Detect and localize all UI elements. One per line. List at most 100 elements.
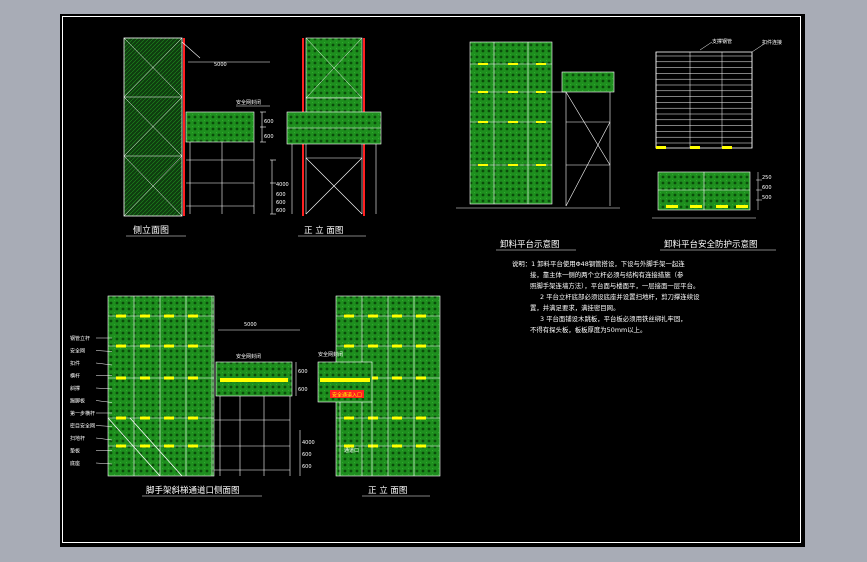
passage-dim-600-d: 600 <box>302 464 312 470</box>
toe-board <box>368 344 378 348</box>
note-line-1: 说明：1 卸料平台使用Φ48钢管搭设，下设与外脚手架一起连 <box>512 259 685 268</box>
front-elevation: 正 立 面图 <box>286 37 382 237</box>
toe-board <box>416 416 426 420</box>
passage-mesh-label-1: 安全网封闭 <box>236 353 261 360</box>
toe-board <box>416 376 426 380</box>
title-platform-guard: 卸料平台安全防护示意图 <box>664 239 758 250</box>
dim-600-b: 600 <box>264 134 274 140</box>
note-line-6: 3 平台面铺设木跳板，平台板必须用铁丝绑扎牢固， <box>540 314 687 323</box>
note-line-2: 接，靠主体一侧的两个立杆必须与结构有连接措施（参 <box>530 270 684 279</box>
annotation-label: 底座 <box>70 460 80 467</box>
note-line-3: 照脚手架连墙方法），平台面与楼面平，一层接面一层平台。 <box>530 281 699 290</box>
toe-board <box>140 344 150 348</box>
dim-4000: 4000 <box>276 182 289 188</box>
toe-board <box>116 416 126 420</box>
platform-dim-3: 500 <box>762 195 772 201</box>
warning-sign: 安全通道入口 <box>332 392 362 399</box>
annotation-label: 第一步横杆 <box>70 410 95 417</box>
passage-door-label: 通道口 <box>344 447 359 454</box>
toe-board <box>416 444 426 448</box>
platform-dim-1: 250 <box>762 175 772 181</box>
toe-board <box>164 416 174 420</box>
toe-board <box>164 376 174 380</box>
platform-guard-diagram: 支撑钢管 扣件连接 250 600 500 卸料平台安全防护示意图 <box>652 38 782 251</box>
passage-side-view: 5000 安全网封闭 600 600 4000 600 600 钢管立杆安全网扣… <box>70 295 315 497</box>
dim-5000: 5000 <box>214 62 227 68</box>
leader-line <box>95 425 113 427</box>
annotation-label: 垫板 <box>70 448 80 455</box>
leader-line <box>95 400 113 403</box>
toe-board <box>392 416 402 420</box>
leader-line <box>95 350 113 352</box>
toe-board <box>344 344 354 348</box>
toe-board <box>344 416 354 420</box>
toe-board <box>116 344 126 348</box>
toe-board <box>368 314 378 318</box>
toe-board <box>188 344 198 348</box>
annotation-label: 斜撑 <box>70 385 80 392</box>
leader-line <box>95 437 113 441</box>
toe-board <box>140 416 150 420</box>
platform-diagram: 卸料平台示意图 <box>456 41 620 251</box>
dim-lower-1: 600 <box>276 192 286 198</box>
side-elevation: 5000 安全网封闭 600 600 4000 600 600 600 侧立面图 <box>123 37 289 237</box>
toe-board <box>368 416 378 420</box>
leader-line <box>95 362 113 366</box>
passage-front-view: 安全通道入口 通道口 安全网封闭 正 立 面图 <box>317 295 441 497</box>
dim-lower-2: 600 <box>276 200 286 206</box>
passage-dim-600-b: 600 <box>298 387 308 393</box>
toe-board <box>164 344 174 348</box>
toe-board <box>392 314 402 318</box>
toe-board <box>140 376 150 380</box>
passage-dim-600-a: 600 <box>298 369 308 375</box>
title-platform: 卸料平台示意图 <box>500 239 560 250</box>
annotation-label: 扫地杆 <box>70 435 85 442</box>
toe-board <box>164 444 174 448</box>
leader-line <box>95 387 113 390</box>
annotation-label: 钢管立杆 <box>70 335 90 342</box>
toe-board <box>188 416 198 420</box>
annotation-label: 横杆 <box>70 373 80 380</box>
toe-board <box>416 314 426 318</box>
annotation-label: 扣件 <box>70 360 80 367</box>
toe-board <box>188 314 198 318</box>
note-line-7: 不得有探头板，板板厚度为50mm以上。 <box>530 325 646 334</box>
annotation-label: 密目安全网 <box>70 423 95 430</box>
toe-board <box>344 314 354 318</box>
top-right-label: 扣件连接 <box>762 39 782 46</box>
toe-board <box>140 444 150 448</box>
toe-board <box>368 376 378 380</box>
dim-600-a: 600 <box>264 119 274 125</box>
toe-board <box>116 444 126 448</box>
passage-mesh-label-2: 安全网封闭 <box>318 351 343 358</box>
title-passage-side: 脚手架斜梯通道口侧面图 <box>146 485 240 496</box>
platform-dim-2: 600 <box>762 185 772 191</box>
toe-board <box>164 314 174 318</box>
toe-board <box>368 444 378 448</box>
title-front-elevation: 正 立 面图 <box>304 225 343 236</box>
toe-board <box>392 444 402 448</box>
drawing-frame <box>62 16 801 543</box>
toe-board <box>392 344 402 348</box>
toe-board <box>140 314 150 318</box>
passage-dim-600-c: 600 <box>302 452 312 458</box>
annotation-label: 安全网 <box>70 348 85 355</box>
passage-dim-5000: 5000 <box>244 322 257 328</box>
toe-board <box>116 314 126 318</box>
toe-board <box>344 444 354 448</box>
toe-board <box>116 376 126 380</box>
top-left-label: 支撑钢管 <box>712 38 732 45</box>
passage-dim-4000: 4000 <box>302 440 315 446</box>
dim-lower-3: 600 <box>276 208 286 214</box>
note-line-4: 2 平台立杆底部必须设底座并设置扫地杆，剪刀撑连续设 <box>540 292 700 301</box>
toe-board <box>188 444 198 448</box>
notes-block: 说明：1 卸料平台使用Φ48钢管搭设，下设与外脚手架一起连 接，靠主体一侧的两个… <box>512 259 700 334</box>
mesh-label: 安全网封闭 <box>236 99 261 106</box>
toe-board <box>392 376 402 380</box>
title-passage-front: 正 立 面图 <box>368 485 407 496</box>
toe-board <box>188 376 198 380</box>
title-side-elevation: 侧立面图 <box>133 224 169 236</box>
leader-line <box>95 462 113 465</box>
toe-board <box>416 344 426 348</box>
